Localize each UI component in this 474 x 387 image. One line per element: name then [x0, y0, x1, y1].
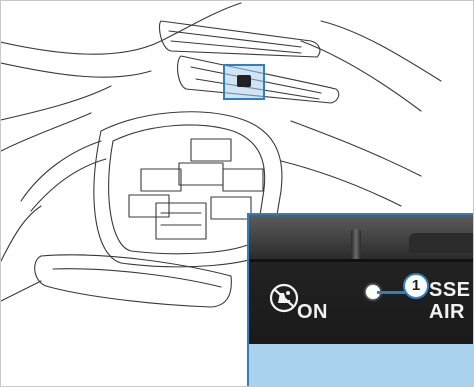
roof-liner-outline	[1, 3, 241, 54]
inset-trim-ridge	[409, 233, 474, 253]
switch-4	[223, 169, 263, 191]
switch-3	[141, 169, 181, 191]
callout-number-badge: 1	[403, 273, 429, 299]
upper-switch-bar	[159, 21, 319, 57]
indicator-mini-icon	[237, 75, 251, 87]
detail-inset: ON SSE AIR 1	[247, 213, 474, 387]
switch-5	[129, 195, 169, 217]
child-seat-airbag-off-icon	[269, 283, 299, 313]
callout-leader-line	[377, 291, 407, 294]
passenger-label: SSE	[429, 279, 471, 302]
switch-6	[211, 197, 251, 219]
switch-7	[156, 203, 206, 239]
lower-lens	[35, 255, 232, 307]
air-label: AIR	[429, 301, 465, 324]
roof-liner-inner	[1, 63, 151, 77]
on-label: ON	[297, 301, 328, 324]
inset-trim-bump	[351, 229, 361, 259]
switch-1	[191, 139, 231, 161]
airbag-indicator-highlight	[223, 64, 265, 100]
switch-2	[179, 163, 223, 185]
inset-lower-band	[249, 344, 474, 387]
